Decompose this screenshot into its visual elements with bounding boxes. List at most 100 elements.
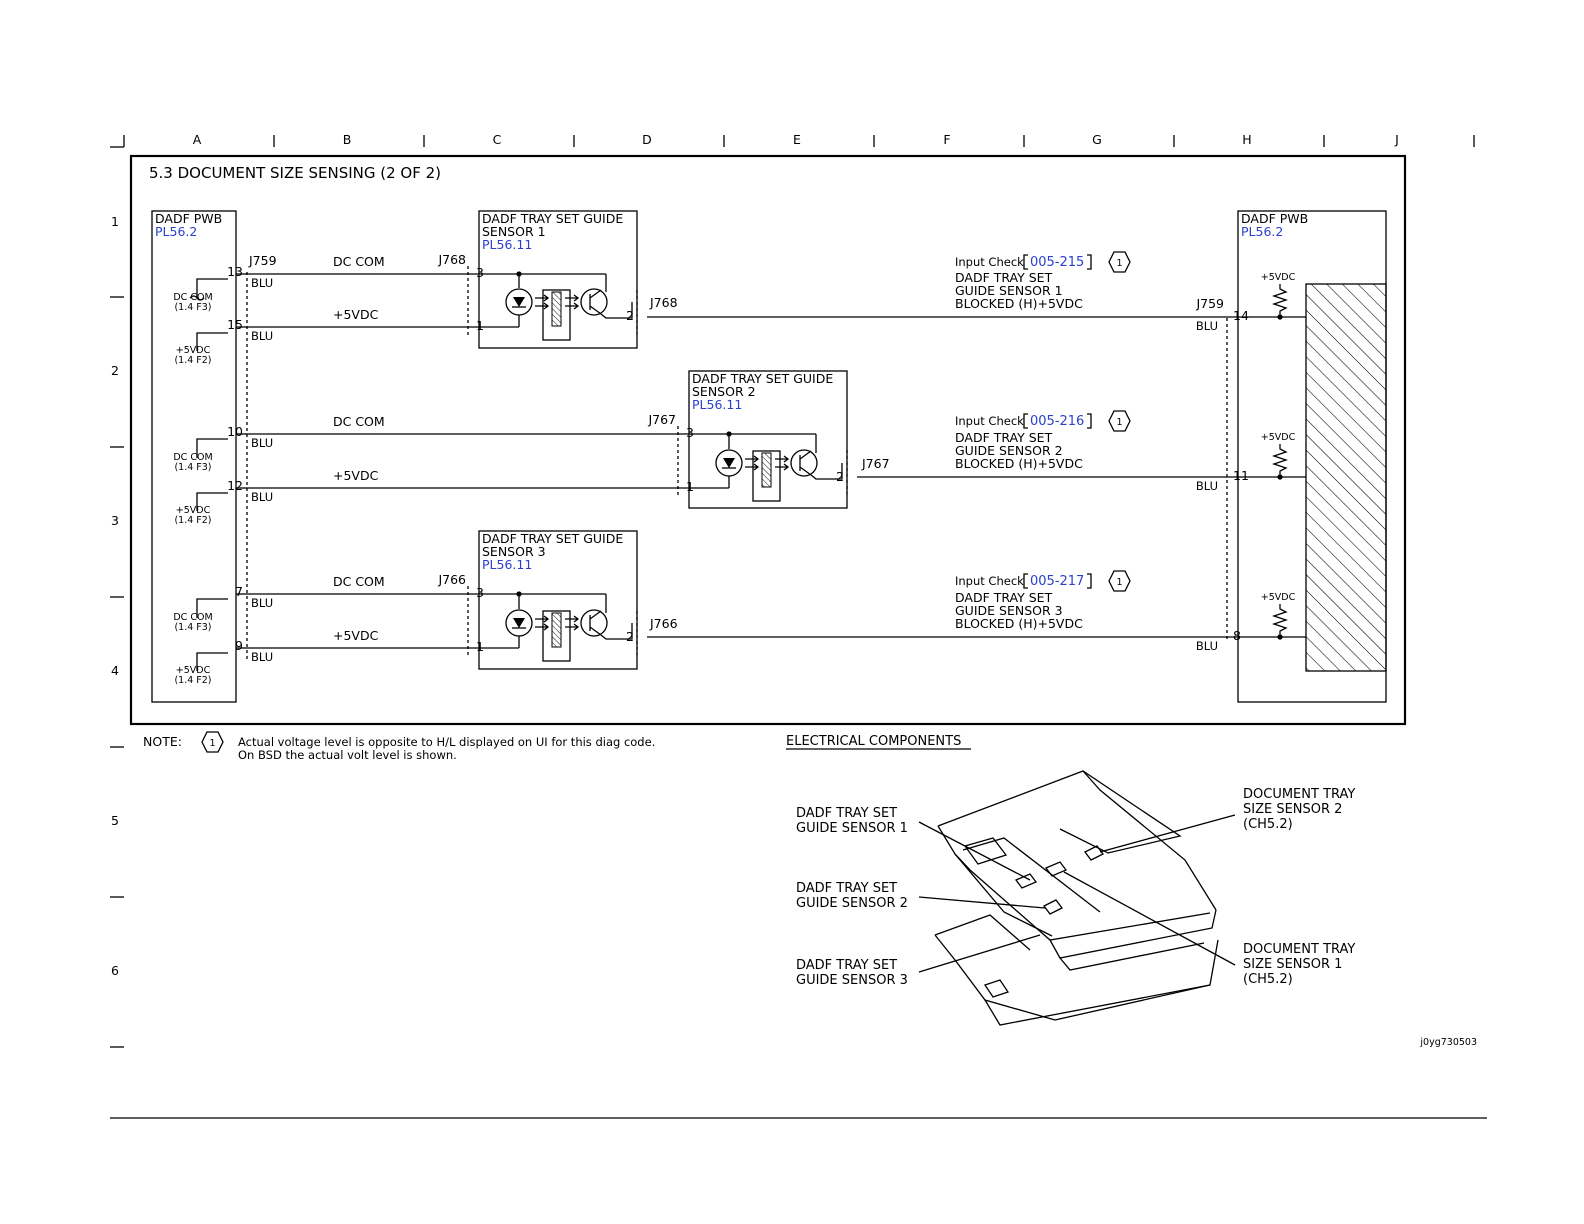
pin-number: 1 [686,479,694,494]
grid-column-label: E [793,132,801,147]
component-label: (CH5.2) [1243,972,1293,987]
signal-desc: GUIDE SENSOR 3 [955,603,1063,618]
wire-color: BLU [251,490,273,504]
fuse-dccom-rating: (1.4 F3) [174,622,211,633]
pwb-left-connector: J759 [248,253,277,268]
pullup-label: +5VDC [1261,272,1296,283]
figure-id: j0yg730503 [1419,1037,1477,1048]
grid-column-label: B [343,132,352,147]
signal-desc: GUIDE SENSOR 2 [955,443,1063,458]
fuse-5v-rating: (1.4 F2) [174,355,211,366]
wire-label-dccom: DC COM [333,414,385,429]
wire-label-5v: +5VDC [333,468,379,483]
pin-number: 9 [235,638,243,653]
note-label: NOTE: [143,734,182,749]
component-label: GUIDE SENSOR 3 [796,973,908,988]
note-badge: 1 [1116,258,1122,269]
component-label: SIZE SENSOR 2 [1243,802,1342,817]
fuse-5v-label: +5VDC [176,345,211,356]
pwb-right-hatched-area [1305,283,1387,672]
component-label: DOCUMENT TRAY [1243,787,1355,802]
diag-code: 005-215 [1030,255,1084,270]
note-text: Actual voltage level is opposite to H/L … [238,735,655,749]
pin-number: 7 [235,584,243,599]
pin-number: 2 [626,308,634,323]
connector-in: J768 [437,252,466,267]
connector-out: J767 [861,456,890,471]
component-label: DOCUMENT TRAY [1243,942,1355,957]
wire-color: BLU [1196,639,1218,653]
signal-desc: DADF TRAY SET [955,430,1053,445]
grid-row-label: 4 [111,663,119,678]
fuse-dccom-label: DC COM [173,452,212,463]
wire-color: BLU [251,276,273,290]
sensor-title-2: SENSOR 3 [482,544,546,559]
pin-number: 13 [227,264,243,279]
component-label: GUIDE SENSOR 2 [796,896,908,911]
grid-row-label: 5 [111,813,119,828]
fuse-5v-label: +5VDC [176,505,211,516]
pin-number: 8 [1233,628,1241,643]
pin-number: 2 [836,469,844,484]
grid-row-label: 1 [111,214,119,229]
wire-color: BLU [251,329,273,343]
note-section: NOTE: 1 Actual voltage level is opposite… [143,731,655,762]
sensor-1-circuit: DC COM (1.4 F3) +5VDC (1.4 F2) 13 15 BLU… [173,210,1306,366]
pwb-left: DADF PWB PL56.2 J759 [151,210,277,703]
pwb-left-name: DADF PWB [155,211,222,226]
grid-column-label: J [1394,132,1399,147]
signal-desc: BLOCKED (H)+5VDC [955,456,1083,471]
wire-label-5v: +5VDC [333,628,379,643]
input-check-label: Input Check [955,255,1024,269]
input-check-label: Input Check [955,414,1024,428]
grid-row-label: 2 [111,363,119,378]
diagram-border [129,154,1407,726]
wire-color: BLU [1196,319,1218,333]
fuse-dccom-rating: (1.4 F3) [174,302,211,313]
component-label: DADF TRAY SET [796,806,897,821]
component-label: (CH5.2) [1243,817,1293,832]
pwb-left-ref: PL56.2 [155,224,197,239]
wire-color: BLU [251,436,273,450]
sensor-title-2: SENSOR 1 [482,224,546,239]
wire-label-5v: +5VDC [333,307,379,322]
grid-row-label: 3 [111,513,119,528]
fuse-5v-label: +5VDC [176,665,211,676]
grid-column-label: D [642,132,652,147]
connector-in: J766 [437,572,466,587]
pullup-label: +5VDC [1261,432,1296,443]
grid-column-label: F [943,132,950,147]
grid-column-label: A [193,132,202,147]
electrical-components: ELECTRICAL COMPONENTS DA [786,734,1477,1048]
grid-row-label: 6 [111,963,119,978]
sensor-3-circuit: DC COM (1.4 F3) +5VDC (1.4 F2) 7 9 BLU B… [173,530,1306,686]
dadf-illustration [934,770,1219,1026]
sensor-ref: PL56.11 [482,557,532,572]
signal-desc: DADF TRAY SET [955,590,1053,605]
pwb-right-name: DADF PWB [1241,211,1308,226]
page-title: 5.3 DOCUMENT SIZE SENSING (2 OF 2) [149,164,441,182]
grid-frame: A B C D E F G H J 1 2 3 4 5 6 [110,132,1487,1119]
signal-desc: GUIDE SENSOR 1 [955,283,1063,298]
pin-number: 1 [476,639,484,654]
sensor-title-2: SENSOR 2 [692,384,756,399]
signal-desc: DADF TRAY SET [955,270,1053,285]
sensor-ref: PL56.11 [692,397,742,412]
pin-number: 3 [686,425,694,440]
wire-label-dccom: DC COM [333,574,385,589]
sensor-title: DADF TRAY SET GUIDE [482,531,623,546]
pwb-right-ref: PL56.2 [1241,224,1283,239]
pin-number: 12 [227,478,243,493]
pwb-right-connector: J759 [1195,296,1224,311]
component-label: DADF TRAY SET [796,881,897,896]
pin-number: 2 [626,629,634,644]
pin-number: 11 [1233,468,1249,483]
fuse-5v-rating: (1.4 F2) [174,515,211,526]
grid-column-label: C [493,132,502,147]
wire-color: BLU [1196,479,1218,493]
wire-color: BLU [251,650,273,664]
grid-column-label: G [1092,132,1102,147]
sensor-title: DADF TRAY SET GUIDE [482,211,623,226]
diag-code: 005-216 [1030,414,1084,429]
